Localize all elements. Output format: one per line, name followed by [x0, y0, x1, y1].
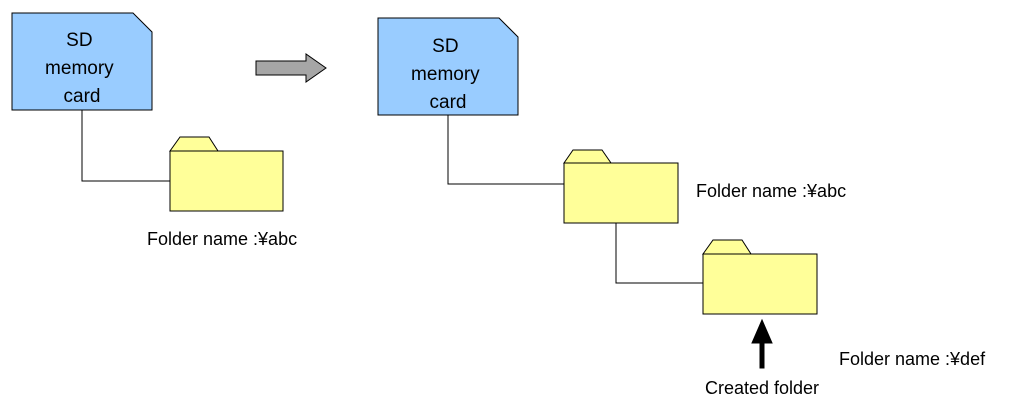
folder-icon — [169, 136, 284, 212]
folder-icon — [702, 239, 818, 315]
right-arrow-icon — [255, 53, 327, 83]
folder-name-label: Folder name :¥abc — [147, 229, 297, 249]
tree-connector — [81, 110, 170, 182]
created-folder-caption: Created folder — [705, 378, 819, 398]
sd-card-label: SD memory card — [45, 30, 119, 107]
folder-icon — [563, 149, 679, 224]
after-panel: SD memory card Folder name :¥abc Folder … — [377, 17, 986, 398]
sd-card-label: SD memory card — [411, 36, 485, 113]
sd-card-shape — [377, 17, 519, 116]
tree-connector — [447, 115, 564, 185]
before-panel: SD memory card Folder name :¥abc — [11, 12, 297, 249]
tree-connector — [615, 223, 703, 284]
folder-name-label: Folder name :¥abc — [696, 181, 846, 201]
folder-name-label: Folder name :¥def — [839, 349, 986, 369]
sd-card-shape — [11, 12, 153, 111]
up-arrow-icon — [751, 318, 773, 369]
